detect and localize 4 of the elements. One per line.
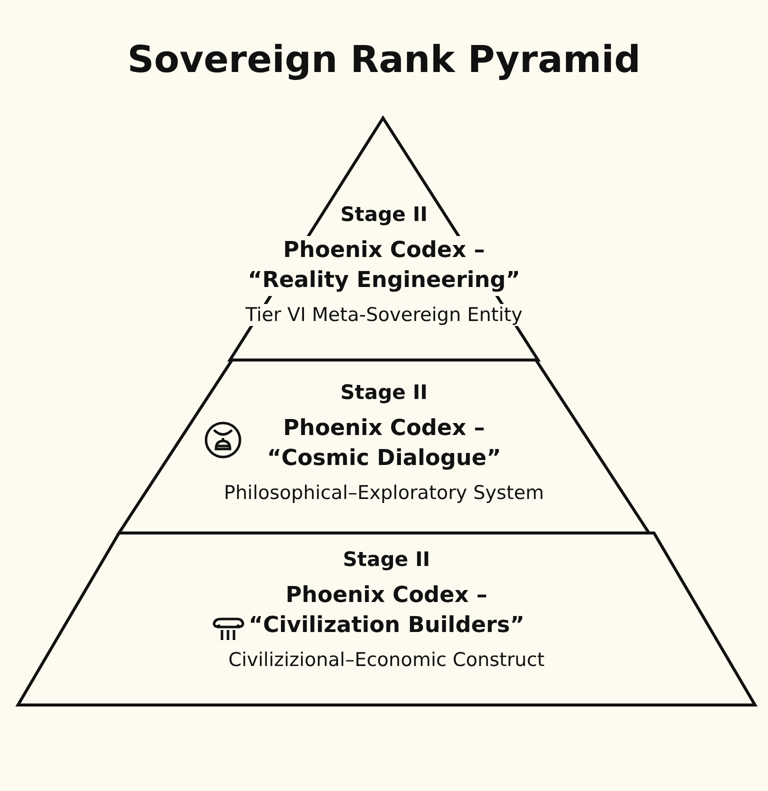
title: Sovereign Rank Pyramid (127, 38, 641, 81)
pyramid-tier (119, 360, 649, 533)
pyramid-tier (18, 533, 755, 705)
pyramid-tier (230, 118, 538, 360)
